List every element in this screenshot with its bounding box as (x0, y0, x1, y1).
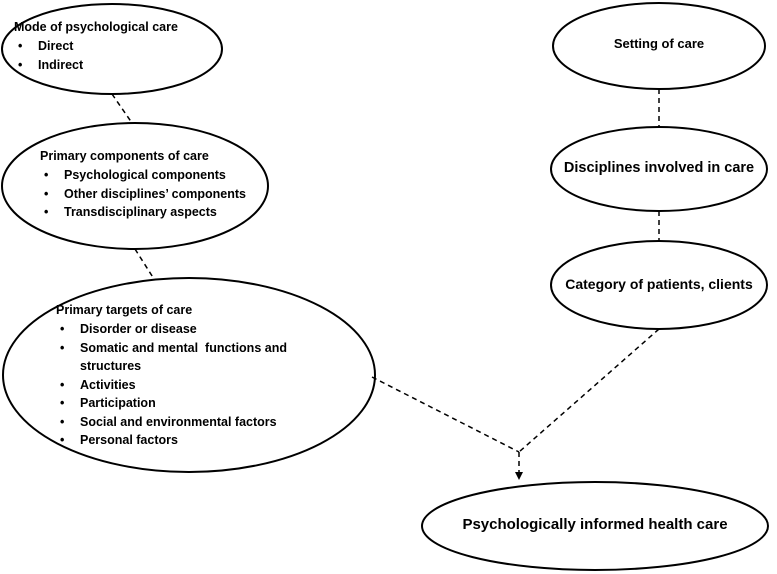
mode-of-care-list: Direct Indirect (14, 37, 178, 74)
primary-targets-item: Social and environmental factors (56, 413, 348, 432)
mode-of-care-item: Indirect (14, 56, 178, 75)
primary-targets-item: Activities (56, 376, 348, 395)
disciplines-label: Disciplines involved in care (563, 160, 755, 176)
primary-targets-list: Disorder or disease Somatic and mental f… (56, 320, 348, 450)
primary-targets-title: Primary targets of care (56, 303, 193, 317)
primary-components-item: Other disciplines’ components (40, 185, 246, 204)
primary-targets-item: Personal factors (56, 431, 348, 450)
connector-category-to-merge (518, 328, 660, 453)
primary-targets-item: Disorder or disease (56, 320, 348, 339)
category-label: Category of patients, clients (565, 276, 753, 292)
setting-label: Setting of care (613, 36, 705, 51)
primary-components-item: Transdisciplinary aspects (40, 203, 246, 222)
connector-targets-to-merge (371, 376, 520, 453)
connector-components-to-targets (134, 248, 155, 280)
outcome-ellipse (421, 481, 769, 571)
primary-targets-item: Participation (56, 394, 348, 413)
primary-components-node: Primary components of care Psychological… (40, 147, 246, 222)
mode-of-care-title: Mode of psychological care (14, 20, 178, 34)
primary-components-title: Primary components of care (40, 149, 209, 163)
mode-of-care-node: Mode of psychological care Direct Indire… (14, 18, 178, 74)
connector-mode-to-components (111, 93, 133, 124)
primary-targets-node: Primary targets of care Disorder or dise… (56, 301, 348, 450)
mode-of-care-item: Direct (14, 37, 178, 56)
primary-components-item: Psychological components (40, 166, 246, 185)
primary-components-list: Psychological components Other disciplin… (40, 166, 246, 222)
primary-targets-item: Somatic and mental functions and structu… (56, 339, 348, 376)
outcome-label: Psychologically informed health care (462, 516, 728, 533)
